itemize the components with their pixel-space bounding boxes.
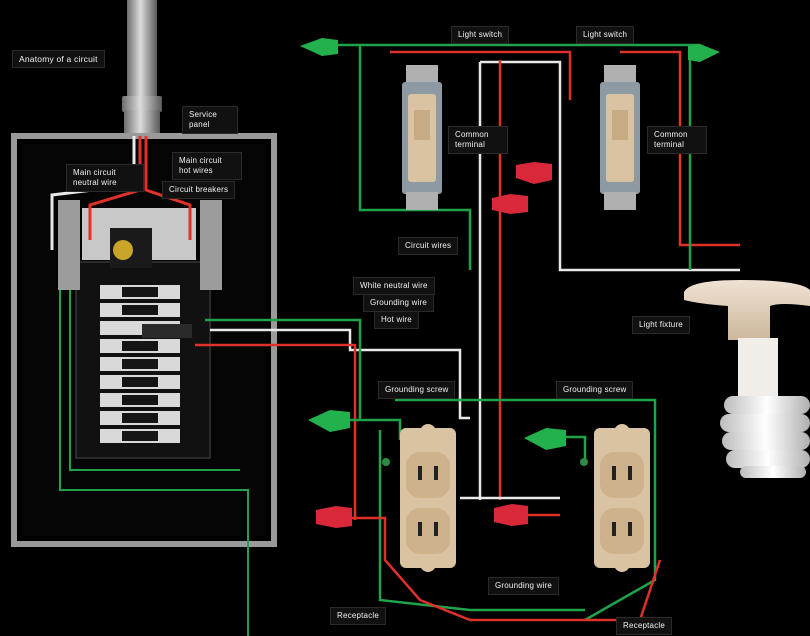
receptacle-left: [400, 424, 456, 572]
wire-nut-red-1: [516, 162, 552, 184]
label-grounding-wire-top: Grounding wire: [363, 294, 435, 312]
label-grounding-screw-right: Grounding screw: [556, 381, 634, 399]
label-common-terminal-right: Common terminal: [647, 126, 707, 154]
cfl-bulb: [720, 396, 810, 478]
label-common-terminal-left: Common terminal: [448, 126, 508, 154]
label-light-switch-right: Light switch: [576, 26, 635, 44]
label-circuit-wires: Circuit wires: [398, 237, 459, 255]
light-fixture: [684, 280, 810, 396]
main-breaker-knob: [113, 240, 133, 260]
label-light-fixture: Light fixture: [632, 316, 690, 334]
wire-nut-green-right: [524, 428, 566, 450]
label-grounding-screw-left: Grounding screw: [378, 381, 456, 399]
diagram-title: Anatomy of a circuit: [12, 50, 105, 68]
service-panel: [11, 0, 277, 636]
label-light-switch-left: Light switch: [451, 26, 510, 44]
panel-frame: [11, 133, 277, 547]
wire-nut-red-left: [316, 506, 352, 528]
label-white-neutral-wire: White neutral wire: [353, 277, 435, 295]
label-main-circuit-neutral-wire: Main circuit neutral wire: [66, 164, 144, 192]
label-receptacle-left: Receptacle: [330, 607, 387, 625]
light-switch-left: [402, 65, 442, 210]
grounding-screw-right: [580, 458, 588, 466]
receptacle-right: [594, 424, 650, 572]
label-circuit-breakers: Circuit breakers: [162, 181, 236, 199]
wire-nut-red-center: [494, 504, 528, 526]
label-grounding-wire-bottom: Grounding wire: [488, 577, 560, 595]
wire-nut-green-top-right: [688, 44, 720, 62]
wire-nut-red-2: [492, 194, 528, 214]
label-service-panel: Service panel: [182, 106, 238, 134]
light-switch-right: [600, 65, 640, 210]
service-conduit: [127, 0, 157, 100]
wire-nut-green-top-left: [300, 38, 338, 56]
label-main-circuit-hot-wires: Main circuit hot wires: [172, 152, 242, 180]
wire-nuts: [300, 38, 720, 528]
wire-nut-green-mid: [308, 410, 350, 432]
label-receptacle-right: Receptacle: [616, 617, 673, 635]
grounding-screw-left: [382, 458, 390, 466]
label-hot-wire: Hot wire: [374, 311, 419, 329]
